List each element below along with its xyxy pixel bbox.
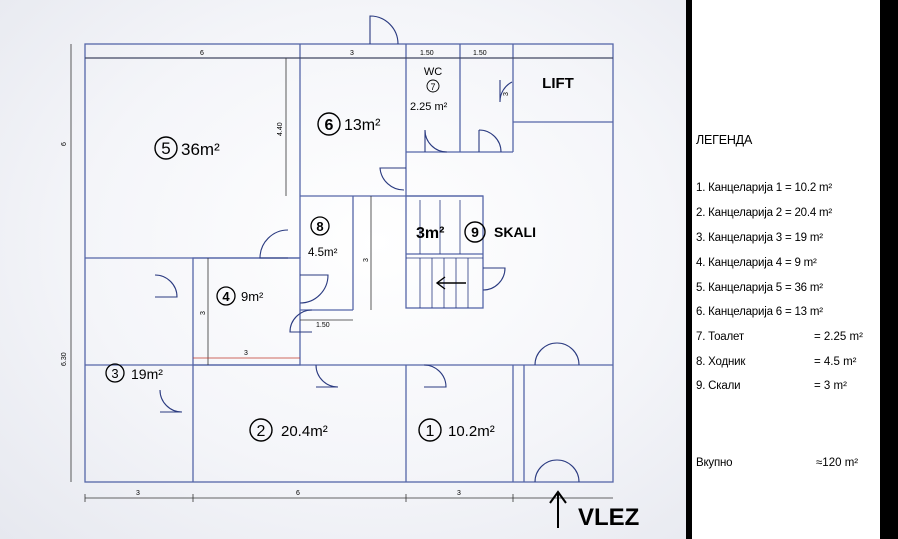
- room-5-label: 5 36m²: [154, 136, 220, 160]
- dim-inner-6: 3: [244, 350, 248, 357]
- room-7-label: WC 7 2.25 m²: [410, 66, 448, 113]
- svg-text:9: 9: [471, 224, 479, 240]
- dim-inner-5: 1.50: [316, 322, 330, 329]
- dim-inner-1: 4.40: [277, 122, 284, 136]
- dim-bottom-3: 3: [457, 490, 461, 497]
- legend-panel: ЛЕГЕНДА 1. Канцеларија 1 = 10.2 m² 2. Ка…: [692, 0, 880, 539]
- room-6-label: 6 13m²: [317, 112, 381, 136]
- legend-total-value: ≈120 m²: [816, 457, 859, 469]
- svg-text:36m²: 36m²: [181, 140, 220, 159]
- svg-text:8: 8: [316, 219, 323, 234]
- stair-direction-arrow: [435, 276, 466, 290]
- room-2-label: 2 20.4m²: [249, 418, 328, 442]
- entrance-label: VLEZ: [578, 504, 639, 531]
- legend-item-5: 5. Канцеларија 5 = 36 m²: [696, 282, 823, 294]
- room-1-label: 1 10.2m²: [418, 418, 495, 442]
- svg-text:6: 6: [325, 117, 334, 134]
- dim-bottom-1: 3: [136, 490, 140, 497]
- dim-inner-4: 3: [200, 311, 207, 315]
- legend-total-label: Вкупно: [696, 457, 733, 469]
- svg-text:3: 3: [111, 366, 118, 381]
- svg-text:5: 5: [161, 139, 170, 158]
- svg-text:SKALI: SKALI: [494, 224, 536, 240]
- dim-left-2: 6.30: [61, 352, 68, 366]
- room-3-label: 3 19m²: [105, 363, 163, 383]
- svg-text:1: 1: [426, 423, 435, 440]
- walls: [84, 43, 614, 483]
- svg-text:13m²: 13m²: [344, 117, 381, 134]
- legend-item-9-value: = 3 m²: [814, 380, 847, 392]
- svg-text:10.2m²: 10.2m²: [448, 423, 495, 440]
- legend-item-3: 3. Канцеларија 3 = 19 m²: [696, 232, 823, 244]
- legend-item-8-value: = 4.5 m²: [814, 356, 857, 368]
- svg-text:19m²: 19m²: [131, 366, 163, 382]
- floor-plan: 6 3 1.50 1.50 3 6 3 6 6.30 4.40 3 3 3 1.…: [0, 0, 686, 539]
- room-4-label: 4 9m²: [216, 286, 264, 306]
- dim-bottom-2: 6: [296, 490, 300, 497]
- dimension-lines: [70, 44, 613, 502]
- legend-item-9: 9. Скали: [696, 380, 741, 392]
- svg-text:9m²: 9m²: [241, 289, 264, 304]
- dim-top-4: 1.50: [473, 50, 487, 57]
- legend-item-8: 8. Ходник: [696, 356, 746, 368]
- legend-item-7-value: = 2.25 m²: [814, 331, 863, 343]
- lift-label: LIFT: [542, 75, 574, 92]
- doors: [154, 15, 580, 483]
- legend-item-4: 4. Канцеларија 4 = 9 m²: [696, 257, 817, 269]
- legend-item-2: 2. Канцеларија 2 = 20.4 m²: [696, 207, 833, 219]
- svg-text:2: 2: [257, 423, 266, 440]
- svg-text:LIFT: LIFT: [542, 75, 574, 92]
- dim-inner-2: 3: [503, 92, 510, 96]
- svg-text:3m²: 3m²: [416, 225, 444, 242]
- svg-text:2.25 m²: 2.25 m²: [410, 101, 448, 113]
- dim-inner-3: 3: [363, 258, 370, 262]
- legend-title: ЛЕГЕНДА: [696, 133, 753, 147]
- legend-item-6: 6. Канцеларија 6 = 13 m²: [696, 306, 823, 318]
- svg-text:4: 4: [222, 289, 230, 304]
- svg-text:20.4m²: 20.4m²: [281, 423, 328, 440]
- dim-top-1: 6: [200, 50, 204, 57]
- dim-left-1: 6: [61, 142, 68, 146]
- svg-text:7: 7: [430, 82, 435, 92]
- svg-text:4.5m²: 4.5m²: [308, 247, 338, 259]
- floor-plan-drawing: 6 3 1.50 1.50 3 6 3 6 6.30 4.40 3 3 3 1.…: [61, 15, 639, 531]
- room-9-label: 3m² 9 SKALI: [416, 221, 536, 243]
- legend-item-7: 7. Тоалет: [696, 331, 744, 343]
- dim-top-3: 1.50: [420, 50, 434, 57]
- svg-text:WC: WC: [424, 66, 442, 78]
- dim-top-2: 3: [350, 50, 354, 57]
- legend-item-1: 1. Канцеларија 1 = 10.2 m²: [696, 182, 833, 194]
- room-8-label: 8 4.5m²: [308, 216, 338, 259]
- entrance-marker: VLEZ: [549, 490, 639, 531]
